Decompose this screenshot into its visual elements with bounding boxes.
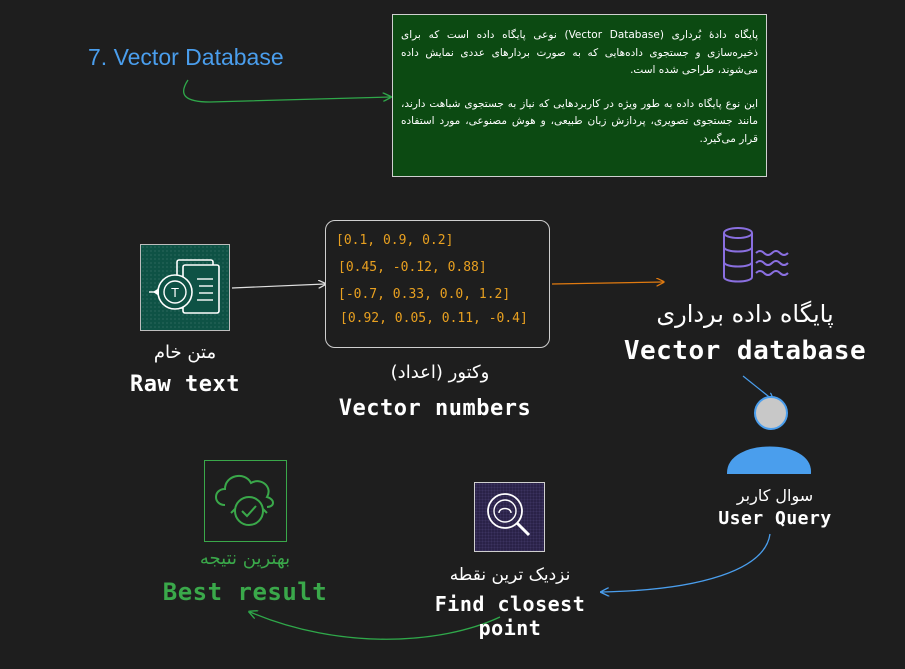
user-to-closest-arrow bbox=[602, 533, 771, 592]
title-to-description-arrow bbox=[183, 79, 390, 103]
user-query-label-fa: سوال کاربر bbox=[736, 486, 814, 505]
vector-numbers-box: [0.1, 0.9, 0.2] [0.45, -0.12, 0.88] [-0.… bbox=[325, 220, 550, 348]
search-icon-box bbox=[474, 482, 545, 552]
cloud-check-icon bbox=[215, 474, 274, 526]
raw-to-vector-arrow bbox=[231, 284, 325, 289]
description-box: پایگاه دادهٔ بُرداری (Vector Database) ن… bbox=[392, 14, 767, 177]
search-icon bbox=[487, 493, 531, 537]
user-icon bbox=[726, 396, 812, 474]
vector-db-label-en: Vector database bbox=[623, 336, 867, 366]
raw-text-label-fa: متن خام bbox=[153, 342, 217, 363]
best-result-label-fa: بهترین نتیجه bbox=[199, 548, 291, 569]
vector-line: [0.1, 0.9, 0.2] bbox=[336, 233, 454, 248]
page-title: 7. Vector Database bbox=[88, 44, 284, 70]
database-icon bbox=[723, 227, 789, 283]
raw-text-label-en: Raw text bbox=[130, 372, 240, 397]
best-result-icon-box bbox=[204, 460, 287, 542]
document-transform-icon: T bbox=[149, 259, 220, 314]
closest-to-best-arrow bbox=[250, 612, 501, 640]
closest-label-en: Find closest point bbox=[434, 592, 586, 640]
description-paragraph-2: این نوع پایگاه داده به طور ویژه در کاربر… bbox=[401, 97, 758, 145]
description-paragraph-1: پایگاه دادهٔ بُرداری (Vector Database) ن… bbox=[401, 29, 758, 76]
user-query-label-en: User Query bbox=[718, 508, 832, 529]
best-result-label-en: Best result bbox=[162, 578, 328, 606]
vector-label-fa: وکتور (اعداد) bbox=[390, 362, 490, 383]
vector-label-en: Vector numbers bbox=[338, 396, 532, 421]
vector-to-db-arrow bbox=[551, 282, 663, 284]
db-to-user-arrow bbox=[742, 375, 773, 400]
raw-text-icon-box: T bbox=[140, 244, 230, 331]
vector-db-label-fa: پایگاه داده برداری bbox=[656, 300, 834, 328]
vector-line: [0.45, -0.12, 0.88] bbox=[338, 260, 487, 275]
vector-line: [0.92, 0.05, 0.11, -0.4] bbox=[340, 311, 528, 326]
vector-line: [-0.7, 0.33, 0.0, 1.2] bbox=[338, 287, 511, 302]
closest-label-fa: نزدیک ترین نقطه bbox=[449, 565, 571, 585]
svg-text:T: T bbox=[170, 286, 179, 300]
